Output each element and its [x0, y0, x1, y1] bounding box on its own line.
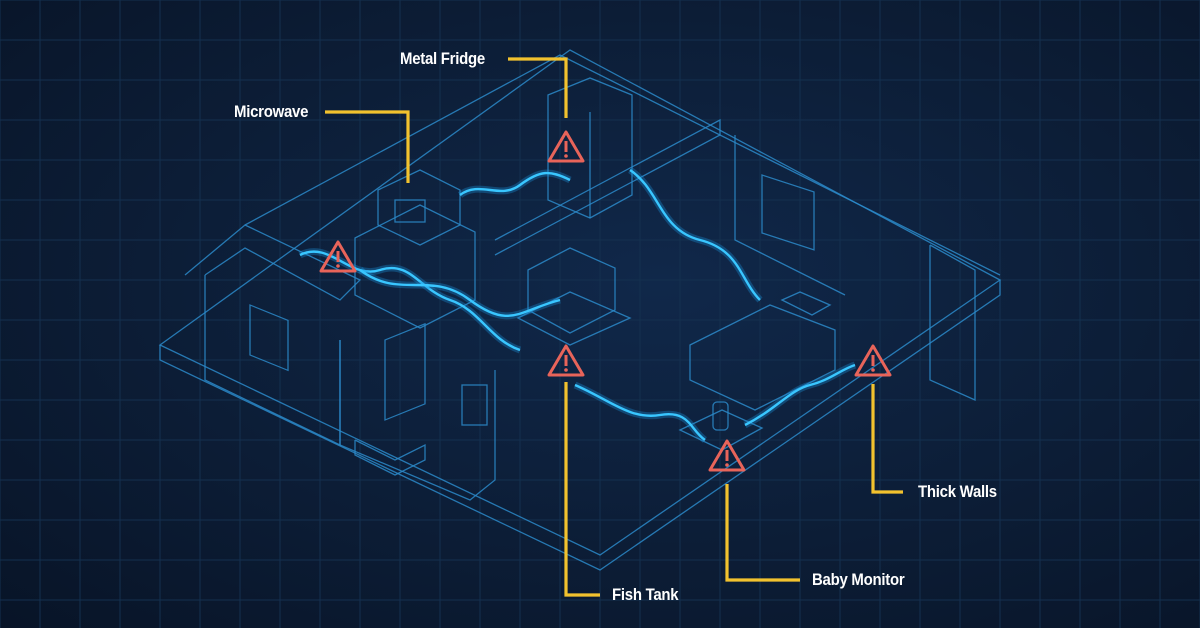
- callout-line-thick-walls: [871, 384, 903, 494]
- callout-lines: [325, 57, 903, 597]
- signal-wave: [359, 269, 561, 317]
- bed: [689, 304, 836, 411]
- warning-icon: [708, 439, 746, 472]
- nightstand: [678, 409, 764, 451]
- fridge: [547, 77, 633, 219]
- gable-roof: [184, 224, 362, 301]
- front-wall: [339, 340, 496, 501]
- signal-wave: [629, 169, 761, 301]
- warning-icon: [319, 240, 357, 273]
- label-thick-walls: Thick Walls: [918, 482, 997, 501]
- roof-ridge: [244, 54, 1001, 276]
- front-door: [384, 322, 426, 421]
- signal-wave: [574, 383, 706, 441]
- callout-line-fish-tank: [564, 382, 600, 597]
- fish-tank-stand: [516, 291, 632, 346]
- label-microwave: Microwave: [234, 102, 309, 121]
- callout-line-microwave: [325, 110, 410, 183]
- callout-line-metal-fridge: [508, 57, 568, 118]
- cabinet: [354, 204, 476, 329]
- label-baby-monitor: Baby Monitor: [812, 570, 905, 589]
- baby-monitor-device: [712, 401, 729, 431]
- right-wall: [929, 244, 976, 402]
- window-left: [249, 304, 289, 372]
- interior-wall: [494, 118, 721, 256]
- front-steps: [354, 439, 426, 476]
- label-fish-tank: Fish Tank: [612, 585, 679, 604]
- signal-wave: [459, 171, 571, 196]
- microwave: [377, 169, 461, 246]
- house-wireframe: [158, 49, 1002, 571]
- signal-wave: [744, 363, 856, 427]
- signal-wave: [299, 250, 521, 352]
- bedroom-window: [761, 174, 815, 251]
- interior-wall-right: [734, 135, 846, 296]
- warning-icon: [547, 344, 585, 377]
- microwave-door: [394, 199, 426, 223]
- warning-icon: [854, 344, 892, 377]
- label-metal-fridge: Metal Fridge: [400, 49, 485, 68]
- callout-line-baby-monitor: [725, 484, 800, 582]
- front-window: [461, 384, 488, 426]
- pillow: [780, 291, 832, 316]
- warning-icon: [547, 130, 585, 163]
- floor-edge: [159, 280, 1001, 571]
